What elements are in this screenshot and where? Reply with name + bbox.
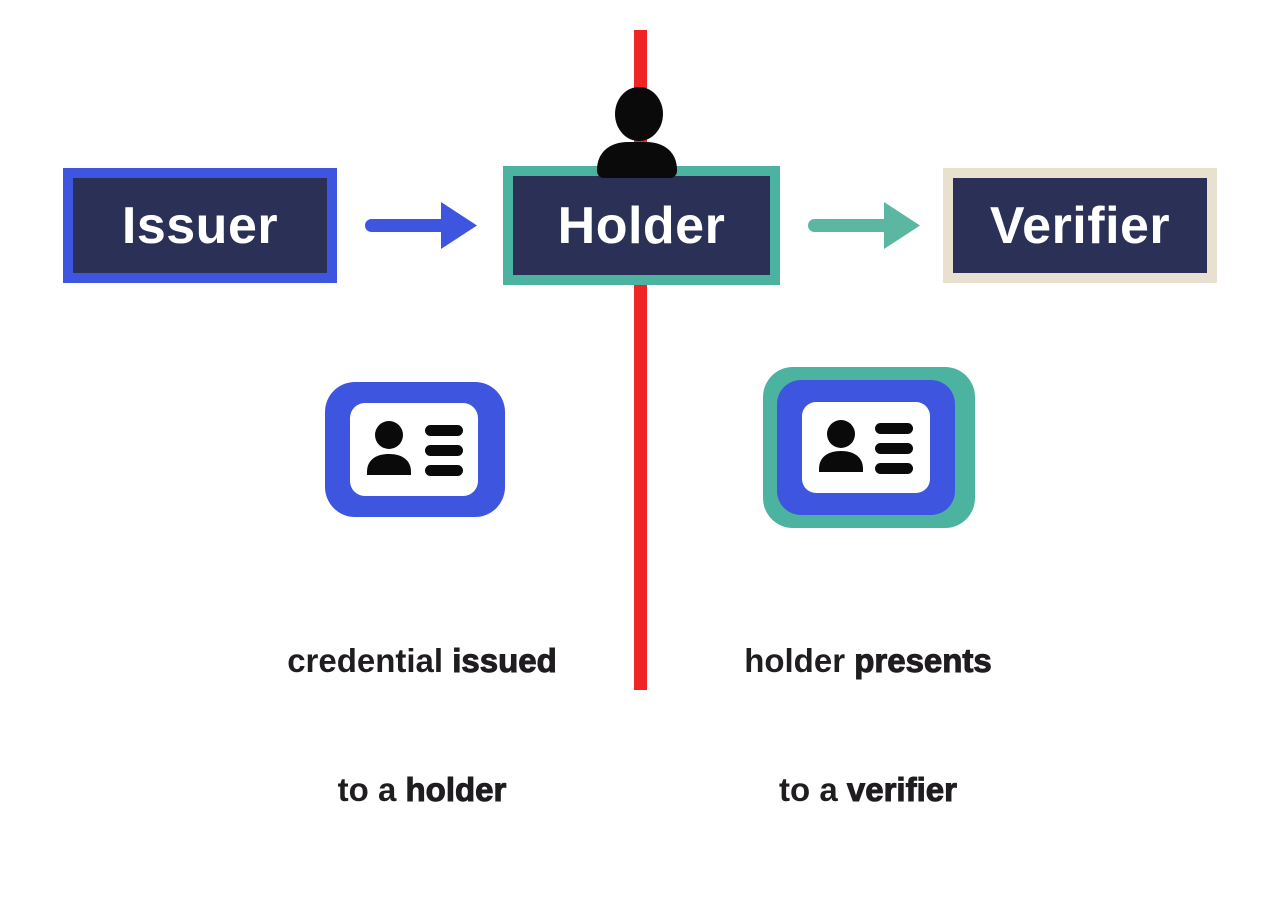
arrow-issuer-to-holder-icon xyxy=(365,202,477,249)
person-icon xyxy=(597,87,677,178)
caption-text-bold: holder xyxy=(405,771,507,809)
caption-line: to a verifier xyxy=(668,768,1068,811)
caption-text: credential xyxy=(287,642,453,679)
node-holder-label: Holder xyxy=(557,196,726,255)
node-verifier-label: Verifier xyxy=(989,196,1171,255)
arrow-holder-to-verifier-icon xyxy=(808,202,920,249)
caption-line: holder presents xyxy=(668,639,1068,682)
caption-text-bold: presents xyxy=(854,642,993,680)
caption-text-bold: issued xyxy=(452,642,558,680)
caption-holder-presents: holder presents to a verifier xyxy=(668,553,1068,897)
caption-text-bold: verifier xyxy=(846,771,957,809)
node-holder: Holder xyxy=(503,166,780,285)
id-card-icon xyxy=(325,382,505,517)
caption-credential-issued: credential issued to a holder xyxy=(222,553,622,897)
node-issuer-label: Issuer xyxy=(121,196,279,255)
caption-text: to a xyxy=(779,771,847,808)
caption-line: to a holder xyxy=(222,768,622,811)
node-verifier: Verifier xyxy=(943,168,1217,283)
node-issuer: Issuer xyxy=(63,168,337,283)
caption-text: to a xyxy=(337,771,406,808)
diagram-canvas: Issuer Holder Verifier credential i xyxy=(63,30,1217,809)
id-card-icon xyxy=(763,367,975,528)
caption-text: holder xyxy=(744,642,855,679)
caption-line: credential issued xyxy=(222,639,622,682)
